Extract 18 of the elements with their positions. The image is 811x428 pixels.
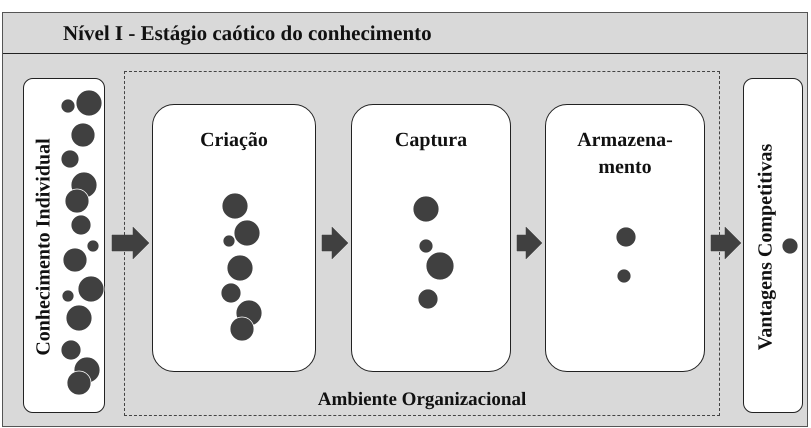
dashed-boundary (124, 71, 720, 416)
stage-title: Armazena- mento (576, 128, 674, 180)
block-arrow (710, 226, 742, 260)
block-arrow (322, 226, 348, 260)
panel-title: Nível I - Estágio caótico do conhecimento (63, 21, 432, 46)
stage-title: Criação (199, 128, 269, 153)
boundary-label: Ambiente Organizacional (316, 389, 528, 411)
block-arrow (112, 226, 150, 260)
vertical-box (743, 78, 803, 413)
vertical-label: Conhecimento Individual (32, 138, 56, 356)
level-panel (2, 12, 808, 427)
stage-box (545, 104, 705, 372)
stage-box (351, 104, 511, 372)
stage-box (152, 104, 316, 372)
vertical-label: Vantagens Competitivas (754, 143, 778, 350)
block-arrow (516, 226, 542, 260)
stage-title: Captura (394, 128, 468, 153)
vertical-box (23, 78, 105, 413)
